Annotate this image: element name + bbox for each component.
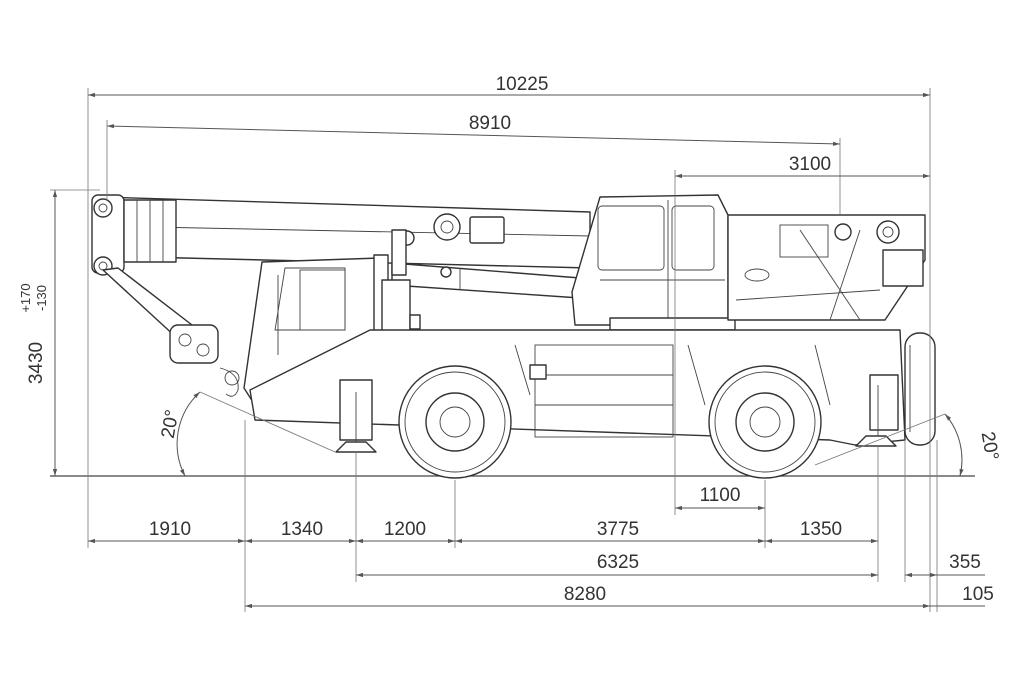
dim-rear-axle-offset: 1350 <box>800 519 842 540</box>
dim-boom-length: 8910 <box>469 113 511 134</box>
dim-cab-offset: 1100 <box>700 485 741 506</box>
dim-outrigger-span: 6325 <box>597 552 639 573</box>
dim-wheelbase: 3775 <box>597 519 639 540</box>
dim-front-overhang: 1910 <box>149 519 191 540</box>
dim-front-axle-offset: 1200 <box>384 519 426 540</box>
dim-height-tol-plus: +170 <box>18 283 33 312</box>
dim-rear-tail: 355 <box>949 552 981 573</box>
dim-height-tol-minus: -130 <box>34 285 49 311</box>
dim-chassis-length: 8280 <box>564 584 606 605</box>
dim-overall-length: 10225 <box>496 74 549 95</box>
crane-outline <box>91 194 936 479</box>
dim-rear-extra: 105 <box>962 584 994 605</box>
dim-approach-angle: 20° <box>158 408 184 440</box>
dim-rear-overhang-top: 3100 <box>789 154 831 175</box>
dim-front-outrigger: 1340 <box>281 519 323 540</box>
dim-height: 3430 <box>26 342 47 384</box>
dimension-labels: 10225 8910 3100 3430 +170 -130 20° 20° 1… <box>18 74 1002 605</box>
dimension-lines <box>50 88 985 612</box>
dim-departure-angle: 20° <box>977 430 1003 462</box>
